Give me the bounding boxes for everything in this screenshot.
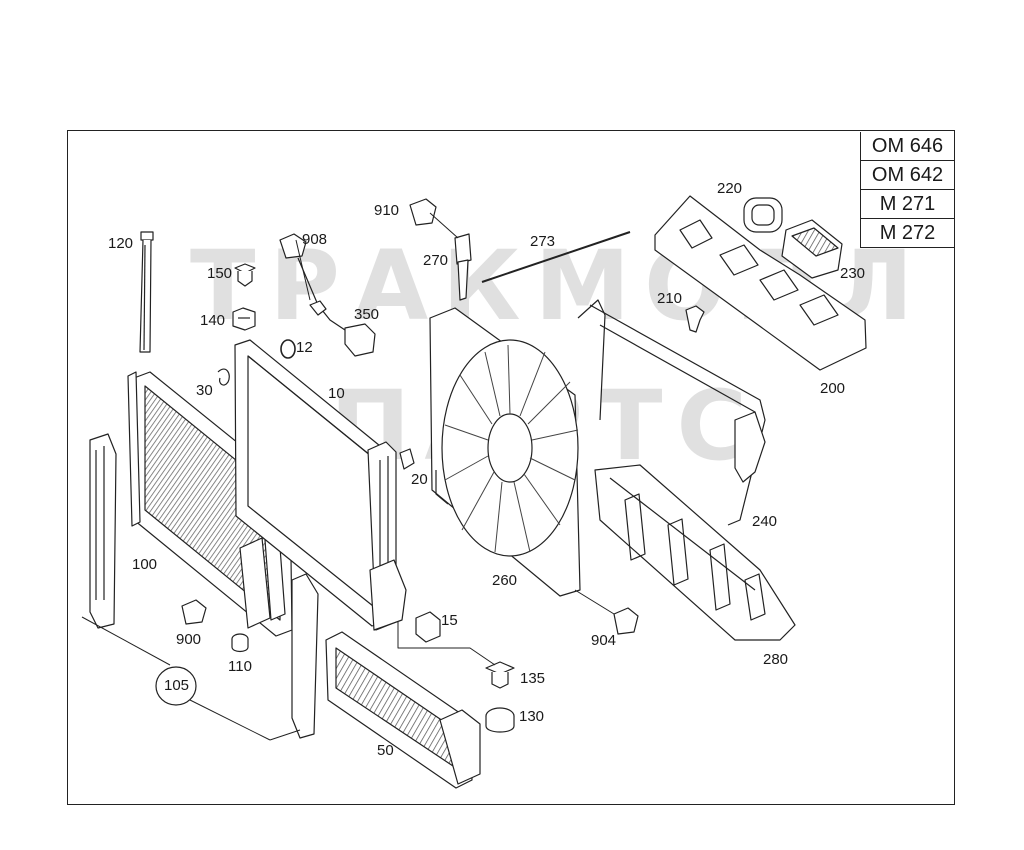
part-260-fan-shroud[interactable]	[429, 307, 581, 597]
callout-908[interactable]: 908	[302, 231, 328, 248]
part-908-connector[interactable]	[279, 233, 346, 331]
part-120-tube[interactable]	[139, 231, 154, 353]
callout-210[interactable]: 210	[657, 290, 683, 307]
callout-12[interactable]: 12	[296, 339, 313, 356]
callout-900[interactable]: 900	[176, 631, 202, 648]
part-230-insert[interactable]	[781, 219, 843, 279]
callout-20[interactable]: 20	[411, 471, 428, 488]
callout-30[interactable]: 30	[196, 382, 213, 399]
part-220-cover[interactable]	[743, 197, 783, 233]
callout-230[interactable]: 230	[840, 265, 866, 282]
callout-135[interactable]: 135	[520, 670, 546, 687]
part-10-radiator[interactable]	[234, 339, 407, 631]
part-130-rubber-mount[interactable]	[485, 707, 515, 733]
callout-120[interactable]: 120	[108, 235, 134, 252]
group-105-circle[interactable]	[155, 666, 197, 706]
part-12-o-ring[interactable]	[280, 339, 296, 359]
part-20-hose[interactable]	[399, 448, 415, 470]
part-100-condenser[interactable]	[127, 371, 293, 637]
part-210-rivet[interactable]	[685, 305, 705, 333]
engine-variant-om646[interactable]: OM 646	[860, 132, 954, 161]
callout-10[interactable]: 10	[328, 385, 345, 402]
callout-273[interactable]: 273	[530, 233, 556, 250]
callout-100[interactable]: 100	[132, 556, 158, 573]
callout-270[interactable]: 270	[423, 252, 449, 269]
part-135-bracket[interactable]	[485, 661, 515, 689]
part-350-sensor[interactable]	[309, 300, 376, 357]
part-150-clip[interactable]	[234, 263, 256, 287]
callout-280[interactable]: 280	[763, 651, 789, 668]
part-240-frame[interactable]	[577, 299, 766, 526]
part-140-bracket[interactable]	[232, 307, 256, 331]
part-side-bracket-center[interactable]	[291, 573, 319, 739]
part-273-cable-tie[interactable]	[481, 231, 631, 283]
callout-50[interactable]: 50	[377, 742, 394, 759]
part-110-valve[interactable]	[231, 633, 249, 653]
part-910-label[interactable]	[409, 198, 437, 226]
part-280-air-guide[interactable]	[594, 464, 796, 641]
callout-105[interactable]: 105	[164, 677, 190, 694]
leader-lines	[295, 212, 615, 666]
callout-910[interactable]: 910	[374, 202, 400, 219]
callout-240[interactable]: 240	[752, 513, 778, 530]
group-105-leaders	[81, 616, 301, 741]
callout-150[interactable]: 150	[207, 265, 233, 282]
callout-350[interactable]: 350	[354, 306, 380, 323]
callout-904[interactable]: 904	[591, 632, 617, 649]
part-15-plug[interactable]	[415, 611, 441, 643]
callout-140[interactable]: 140	[200, 312, 226, 329]
part-30-clip[interactable]	[217, 368, 230, 386]
callout-110[interactable]: 110	[228, 658, 252, 675]
part-50-oil-cooler[interactable]	[325, 631, 481, 789]
engine-variant-m272[interactable]: M 272	[860, 219, 954, 248]
part-904-label[interactable]	[613, 607, 639, 635]
callout-260[interactable]: 260	[492, 572, 518, 589]
callout-200[interactable]: 200	[820, 380, 846, 397]
part-200-air-duct[interactable]	[654, 195, 867, 371]
callout-15[interactable]: 15	[441, 612, 458, 629]
engine-variant-table: OM 646 OM 642 M 271 M 272	[860, 132, 954, 248]
part-270-sensor[interactable]	[454, 233, 472, 301]
engine-variant-om642[interactable]: OM 642	[860, 161, 954, 190]
part-900-label[interactable]	[181, 599, 207, 625]
callout-130[interactable]: 130	[519, 708, 545, 725]
diagram-frame	[67, 130, 955, 805]
engine-variant-m271[interactable]: M 271	[860, 190, 954, 219]
part-side-bracket-left[interactable]	[89, 433, 117, 629]
callout-220[interactable]: 220	[717, 180, 743, 197]
